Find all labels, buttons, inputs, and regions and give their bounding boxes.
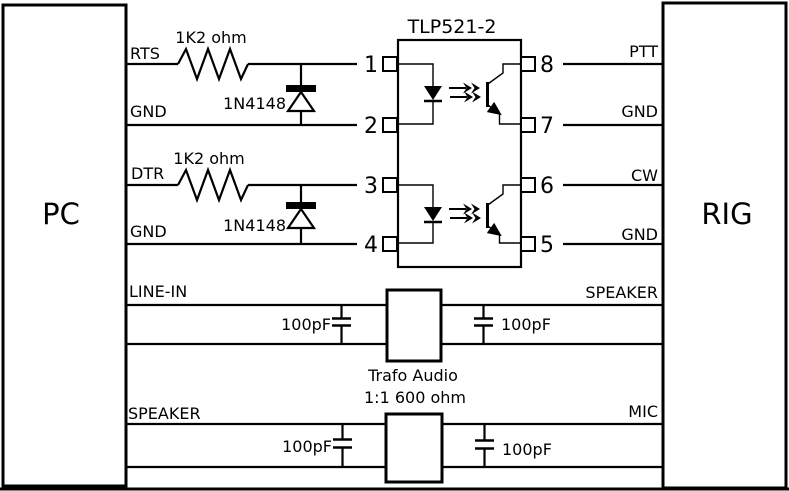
pin-8-box xyxy=(520,56,536,72)
trafo-audio-box-1 xyxy=(385,288,443,363)
wire-line-in-pair xyxy=(126,303,663,346)
opto1-transistor-emitter xyxy=(486,101,502,116)
cw-label: CW xyxy=(631,166,658,185)
cap-speaker-left-label: 100pF xyxy=(282,437,332,456)
speaker-rig-label: SPEAKER xyxy=(585,283,658,302)
pc-label: PC xyxy=(42,197,80,231)
pin-4-label: 4 xyxy=(364,233,378,258)
pin-6-box xyxy=(520,177,536,193)
opto2-emitter-wire xyxy=(498,234,521,244)
mic-label: MIC xyxy=(628,402,658,421)
opto1-transistor-collector xyxy=(488,63,521,85)
pin-7-box xyxy=(520,117,536,133)
opto2-led-triangle xyxy=(424,207,442,221)
rig-box xyxy=(661,1,788,490)
opto1-led-triangle xyxy=(424,86,442,100)
opto2-emission-arrows xyxy=(449,203,481,224)
diode1-label: 1N4148 xyxy=(223,94,286,113)
opto1-led-anode-wire xyxy=(398,63,434,86)
resistor-rts-label: 1K2 ohm xyxy=(175,28,246,47)
cap-line-in-left-label: 100pF xyxy=(281,315,331,334)
cap-speaker-left-plates xyxy=(333,438,352,449)
pin-5-box xyxy=(520,236,536,252)
pin-8-label: 8 xyxy=(540,53,554,78)
resistor-dtr xyxy=(177,166,249,204)
pin-4-box xyxy=(382,236,398,252)
opto1-led-cathode-wire xyxy=(398,101,434,125)
pin-3-box xyxy=(382,177,398,193)
pin-1-label: 1 xyxy=(364,53,378,78)
cap-speaker-right-label: 100pF xyxy=(502,440,552,459)
gnd2-left-label: GND xyxy=(130,222,167,241)
pc-box xyxy=(1,3,128,488)
opto2-transistor-collector xyxy=(488,184,521,206)
pin-7-label: 7 xyxy=(540,114,554,139)
dtr-label: DTR xyxy=(131,164,164,183)
gnd2-right-label: GND xyxy=(621,225,658,244)
wire-speaker-pair xyxy=(126,422,663,469)
gnd1-left-label: GND xyxy=(130,102,167,121)
diode2-label: 1N4148 xyxy=(223,216,286,235)
cap-line-in-right-plates xyxy=(474,317,493,327)
pin-2-box xyxy=(382,117,398,133)
opto1-emitter-wire xyxy=(498,113,521,125)
opto1-emission-arrows xyxy=(449,82,481,103)
cap-line-in-right-label: 100pF xyxy=(501,315,551,334)
pin-1-box xyxy=(382,56,398,72)
trafo-audio-box-2 xyxy=(384,412,444,484)
opto2-transistor-emitter xyxy=(486,222,502,237)
opto2-led-cathode-wire xyxy=(398,222,434,244)
rts-label: RTS xyxy=(130,44,160,63)
resistor-dtr-label: 1K2 ohm xyxy=(173,149,244,168)
gnd1-right-label: GND xyxy=(621,102,658,121)
ic-title: TLP521-2 xyxy=(407,16,497,38)
trafo-caption-line2: 1:1 600 ohm xyxy=(364,388,466,407)
resistor-rts xyxy=(177,45,249,83)
rig-label: RIG xyxy=(701,197,752,231)
pin-2-label: 2 xyxy=(364,114,378,139)
opto2-led-anode-wire xyxy=(398,184,434,207)
cap-speaker-right-plates xyxy=(475,439,494,450)
trafo-caption-line1: Trafo Audio xyxy=(367,366,458,385)
pin-3-label: 3 xyxy=(364,174,378,199)
ptt-label: PTT xyxy=(629,42,658,61)
cap-line-in-left-plates xyxy=(332,317,351,327)
diode1-triangle xyxy=(285,90,317,113)
pin-5-label: 5 xyxy=(540,233,554,258)
diode1-cathode-bar xyxy=(286,85,316,92)
line-in-label: LINE-IN xyxy=(129,282,187,301)
diode2-triangle xyxy=(285,207,317,230)
pin-6-label: 6 xyxy=(540,174,554,199)
diode2-cathode-bar xyxy=(286,202,316,209)
speaker-pc-label: SPEAKER xyxy=(128,404,201,423)
